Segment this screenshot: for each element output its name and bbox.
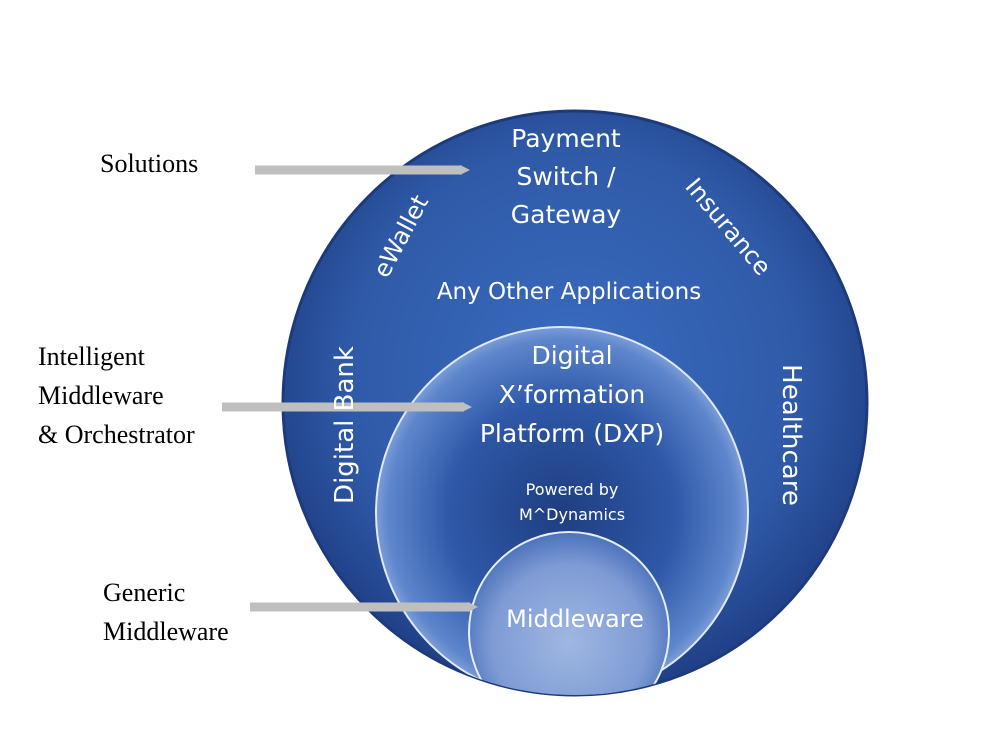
- label-intelligent-3: & Orchestrator: [38, 420, 195, 449]
- inner-circle: [468, 531, 670, 695]
- payment-line-1: Payment: [511, 124, 621, 153]
- payment-line-2: Switch /: [516, 162, 616, 191]
- label-intelligent-1: Intelligent: [38, 342, 146, 371]
- label-generic-1: Generic: [103, 578, 185, 607]
- label-intelligent-2: Middleware: [38, 381, 164, 410]
- payment-line-3: Gateway: [511, 200, 622, 229]
- label-any-other: Any Other Applications: [437, 279, 701, 305]
- powered-line-1: Powered by: [526, 480, 619, 499]
- powered-line-2: M^Dynamics: [519, 505, 625, 524]
- label-generic-2: Middleware: [103, 617, 229, 646]
- label-healthcare: Healthcare: [776, 364, 806, 506]
- label-digital-bank: Digital Bank: [330, 346, 360, 504]
- dxp-line-1: Digital: [531, 341, 612, 370]
- label-middleware: Middleware: [506, 605, 644, 633]
- dxp-line-3: Platform (DXP): [480, 419, 664, 448]
- label-solutions: Solutions: [100, 149, 198, 178]
- dxp-line-2: X’formation: [499, 380, 646, 409]
